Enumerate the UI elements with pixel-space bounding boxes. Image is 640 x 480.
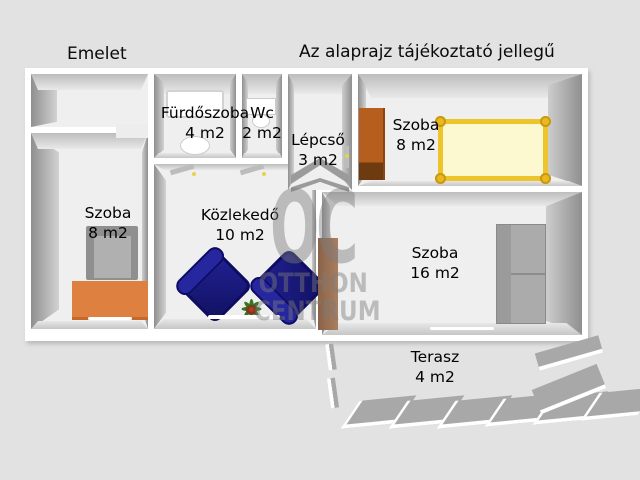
wall-face [142, 133, 148, 329]
wall-face [154, 74, 236, 94]
wall-face [242, 74, 248, 158]
wardrobe-divider [497, 273, 545, 275]
wall-face [288, 74, 294, 190]
room-area: 3 m2 [298, 151, 338, 169]
corner-sofa [86, 226, 138, 280]
wall-face [154, 164, 316, 170]
room-label-wc: Wc 2 m2 [236, 103, 288, 143]
double-bed [435, 116, 551, 184]
wall-face [31, 321, 148, 329]
room-area: 2 m2 [242, 124, 282, 142]
room-label-bedroom-left: Szoba 8 m2 [68, 203, 148, 243]
wall-face [154, 153, 236, 158]
room-name: Wc [250, 104, 274, 122]
wall-face [276, 74, 282, 158]
brown-wardrobe [359, 108, 385, 180]
bed-post [435, 173, 446, 184]
room-name: Szoba [411, 244, 459, 262]
bed-post [435, 116, 446, 127]
wall-face [230, 74, 236, 158]
room-name: Lépcső [291, 131, 345, 149]
bed-post [540, 173, 551, 184]
wall-face [288, 74, 352, 94]
wall-face [358, 181, 582, 186]
wall-face [358, 74, 582, 98]
room-label-bedroom-large: Szoba 16 m2 [390, 243, 480, 283]
threshold [430, 327, 494, 330]
room-area: 16 m2 [410, 264, 460, 282]
wall-opening [116, 124, 148, 138]
sofa-seat [94, 236, 131, 278]
wall-face [342, 74, 352, 190]
terrace-post [325, 343, 337, 371]
room-name: Fürdőszoba [160, 104, 250, 122]
wall-face [546, 192, 582, 335]
threshold [208, 315, 280, 319]
interior-door [318, 238, 338, 330]
toilet-bowl [252, 114, 270, 128]
wall-face [154, 319, 316, 329]
wall-face [242, 74, 282, 94]
room-label-terrace: Terasz 4 m2 [395, 347, 475, 387]
room-label-hallway: Közlekedő 10 m2 [180, 205, 300, 245]
plant-flower [249, 307, 254, 312]
room-name: Szoba [392, 116, 440, 134]
room-area: 8 m2 [88, 224, 128, 242]
door-handle-dot [192, 172, 196, 176]
disclaimer-text: Az alaprajz tájékoztató jellegű [299, 42, 555, 62]
room-stairs [288, 74, 352, 192]
bed-post [540, 116, 551, 127]
wall-face [548, 74, 582, 186]
terrace-post [326, 377, 340, 409]
wall-face [312, 164, 316, 329]
wall-face [154, 74, 164, 158]
room-area: 8 m2 [396, 136, 436, 154]
room-label-stairs: Lépcső 3 m2 [286, 130, 350, 170]
room-name: Szoba [84, 204, 132, 222]
wall-face [242, 153, 282, 158]
room-area: 10 m2 [215, 226, 265, 244]
room-entry-nook [31, 74, 148, 127]
wall-face [154, 164, 166, 329]
wardrobe-side [497, 225, 511, 323]
room-name: Közlekedő [200, 206, 280, 224]
room-area: 4 m2 [415, 368, 455, 386]
bathtub [166, 90, 224, 118]
threshold [88, 317, 132, 320]
room-label-bathroom: Fürdőszoba 4 m2 [156, 103, 254, 143]
sink [180, 136, 210, 155]
door-handle-dot [262, 172, 266, 176]
room-area: 4 m2 [185, 124, 225, 142]
wall-face [31, 74, 148, 90]
room-name: Terasz [410, 348, 460, 366]
stairs-chevron-icon [291, 178, 349, 192]
door-handle-dot [345, 154, 349, 158]
gray-wardrobe [496, 224, 546, 324]
orange-rug [72, 281, 148, 320]
room-label-bedroom-top-right: Szoba 8 m2 [378, 115, 454, 155]
wall-face [322, 192, 582, 206]
wall-face [31, 133, 59, 329]
floor-title: Emelet [67, 44, 127, 64]
potted-plant [236, 293, 267, 325]
